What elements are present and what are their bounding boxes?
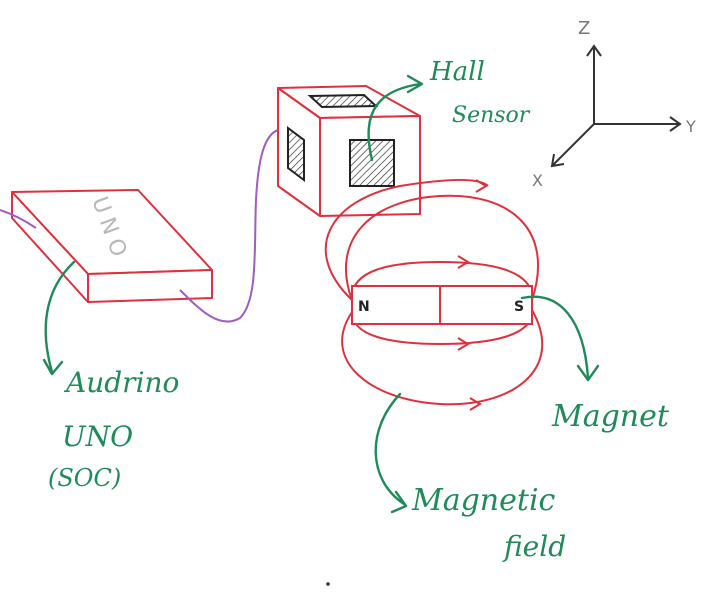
arrow-to-sensor-caption-head — [406, 74, 424, 94]
arduino-board — [11, 189, 213, 303]
field-arrow — [457, 255, 470, 269]
field-loop-outer-bottom — [341, 309, 544, 406]
field-loop-outer-top — [345, 194, 539, 301]
board-caption-line2: UNO — [62, 420, 133, 453]
field-arrow — [475, 179, 488, 193]
board-caption-line1: Audrino — [63, 366, 179, 399]
sensor-caption-line1: Hall — [429, 57, 485, 87]
x-arrowhead — [550, 153, 565, 168]
sensor-chip-front — [349, 139, 395, 187]
pole-south: S — [514, 299, 524, 315]
field-caption-line1: Magnetic — [411, 483, 556, 518]
sensor-caption-line2: Sensor — [452, 103, 531, 128]
annotation-arrows — [42, 74, 600, 514]
stray-dot — [326, 582, 330, 586]
z-arrowhead — [586, 44, 602, 57]
wire-board-to-sensor — [179, 129, 279, 323]
magnet-caption: Magnet — [551, 399, 670, 434]
magnet-south-half — [439, 285, 533, 325]
board-caption-line3: (SOC) — [48, 464, 121, 492]
sensor-chip-left — [287, 126, 305, 182]
magnet-north-half — [351, 285, 441, 325]
arrow-to-field-caption-head — [390, 490, 408, 514]
coordinate-axes — [550, 44, 682, 168]
y-arrowhead — [669, 116, 682, 132]
field-loop-inner-bottom — [350, 309, 534, 346]
field-loop-inner-top — [350, 260, 534, 301]
x-axis — [551, 123, 595, 167]
field-arrow — [457, 337, 470, 351]
pole-north: N — [358, 299, 370, 315]
z-axis-label: Z — [578, 18, 590, 39]
field-arrow — [469, 397, 482, 411]
captions: Hall Sensor Audrino UNO (SOC) Magnet Mag… — [48, 57, 670, 563]
arrow-to-magnet-caption — [520, 295, 590, 380]
x-axis-label: X — [532, 171, 543, 190]
sensor-chip-top — [307, 93, 379, 109]
bar-magnet — [351, 285, 533, 325]
magnetic-field — [324, 179, 544, 406]
board-side-face — [11, 191, 89, 303]
arrow-to-board-caption-head — [42, 358, 64, 376]
field-arrows — [457, 179, 488, 411]
arrow-to-field-caption — [374, 392, 406, 506]
arrow-to-sensor-caption — [367, 82, 422, 162]
field-caption-line2: field — [502, 530, 566, 563]
board-front-face — [87, 269, 213, 303]
field-loop-big-top — [324, 179, 489, 301]
arrow-to-board-caption — [44, 260, 76, 374]
wire-left — [0, 209, 37, 229]
arrow-to-magnet-caption-head — [576, 364, 600, 382]
y-axis-label: Y — [685, 117, 696, 136]
